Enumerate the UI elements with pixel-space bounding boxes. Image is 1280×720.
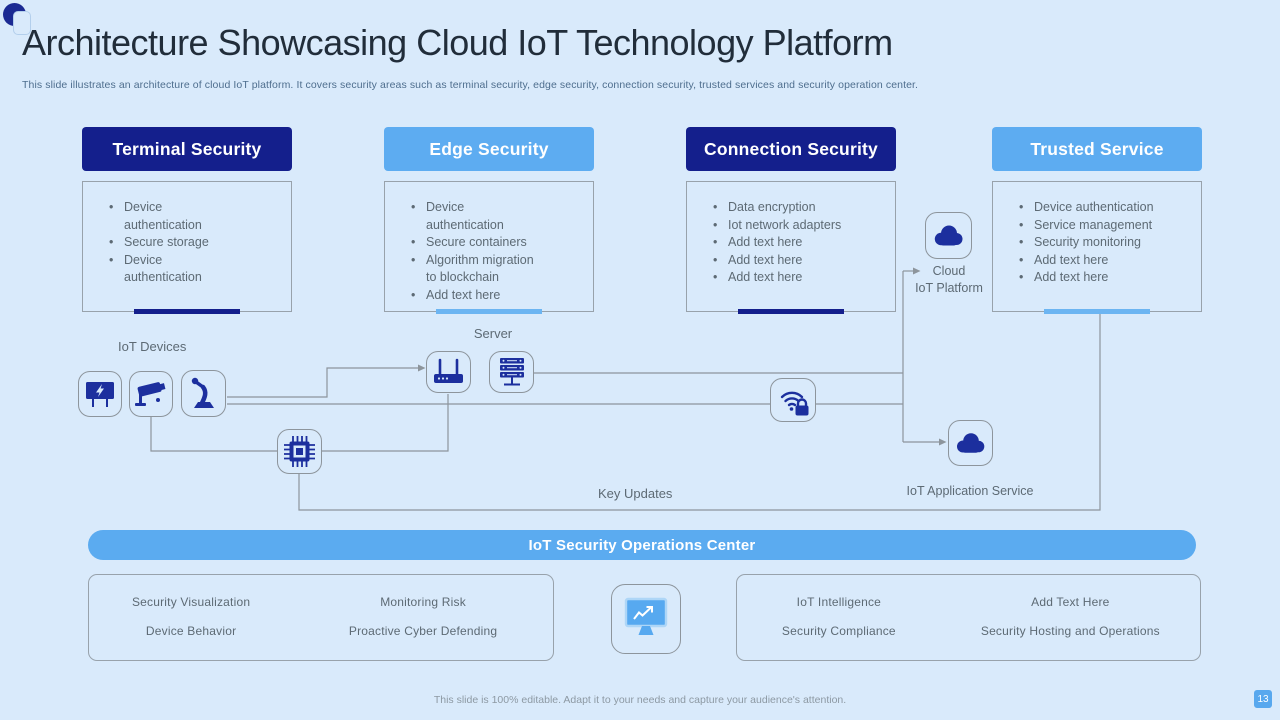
soc-capability-label: Proactive Cyber Defending [348, 624, 498, 638]
accent-underline [738, 309, 844, 314]
bullet-item: Device authentication [107, 199, 219, 234]
bullet-item: Algorithm migration to blockchain [409, 252, 537, 287]
wifi-lock-icon [770, 378, 816, 422]
server-rack-icon [489, 351, 534, 393]
column-body: Device authenticationSecure containersAl… [384, 181, 594, 314]
bullet-item: Secure storage [107, 234, 219, 252]
bullet-list: Device authenticationService managementS… [993, 182, 1155, 287]
cloud-application-icon [948, 420, 993, 466]
soc-capability-label: Monitoring Risk [380, 595, 466, 609]
soc-capability-label: Security Visualization [131, 595, 251, 609]
server-label: Server [473, 326, 513, 341]
bullet-item: Secure containers [409, 234, 537, 252]
bullet-item: Device authentication [107, 252, 219, 287]
bullet-item: Device authentication [409, 199, 537, 234]
soc-capability-label: Device Behavior [145, 624, 237, 638]
column-terminal-security: Terminal Security Device authenticationS… [82, 127, 292, 314]
cctv-camera-icon [129, 371, 173, 417]
bullet-list: Data encryptionIot network adaptersAdd t… [687, 182, 849, 287]
column-header: Terminal Security [82, 127, 292, 171]
page-title: Architecture Showcasing Cloud IoT Techno… [22, 22, 893, 63]
bullet-item: Add text here [1017, 269, 1155, 287]
column-header: Edge Security [384, 127, 594, 171]
bullet-item: Add text here [1017, 252, 1155, 270]
bullet-list: Device authenticationSecure storageDevic… [83, 182, 219, 287]
column-header: Trusted Service [992, 127, 1202, 171]
soc-capability-label: Security Compliance [781, 624, 896, 638]
page-number-badge: 13 [1254, 690, 1272, 708]
soc-capability-label: Security Hosting and Operations [980, 624, 1160, 638]
column-header: Connection Security [686, 127, 896, 171]
soc-capability-label: IoT Intelligence [796, 595, 882, 609]
column-body: Device authenticationService managementS… [992, 181, 1202, 314]
bullet-item: Device authentication [1017, 199, 1155, 217]
iot-application-service-label: IoT Application Service [906, 484, 1034, 498]
column-edge-security: Edge Security Device authenticationSecur… [384, 127, 594, 314]
bullet-item: Add text here [409, 287, 537, 305]
accent-underline [436, 309, 542, 314]
logo-square-icon [13, 11, 31, 35]
column-body: Data encryptionIot network adaptersAdd t… [686, 181, 896, 314]
page-subtitle: This slide illustrates an architecture o… [22, 79, 919, 91]
soc-banner: IoT Security Operations Center [88, 530, 1196, 560]
footer-note: This slide is 100% editable. Adapt it to… [433, 694, 847, 706]
router-icon [426, 351, 471, 393]
column-trusted-service: Trusted Service Device authenticationSer… [992, 127, 1202, 314]
bullet-item: Data encryption [711, 199, 849, 217]
iot-devices-label: IoT Devices [118, 339, 187, 354]
monitor-chart-icon [611, 584, 681, 654]
column-body: Device authenticationSecure storageDevic… [82, 181, 292, 314]
bullet-item: Add text here [711, 269, 849, 287]
cloud-iot-platform-label: Cloud IoT Platform [915, 264, 983, 295]
key-updates-label: Key Updates [598, 486, 673, 501]
soc-capability-label: Add Text Here [1031, 595, 1110, 609]
bullet-item: Service management [1017, 217, 1155, 235]
robot-arm-icon [181, 370, 226, 417]
accent-underline [134, 309, 240, 314]
bullet-item: Add text here [711, 234, 849, 252]
cloud-iot-platform-icon [925, 212, 972, 259]
bullet-item: Security monitoring [1017, 234, 1155, 252]
bullet-list: Device authenticationSecure containersAl… [385, 182, 537, 304]
chip-icon [277, 429, 322, 474]
accent-underline [1044, 309, 1150, 314]
bullet-item: Iot network adapters [711, 217, 849, 235]
bullet-item: Add text here [711, 252, 849, 270]
electric-meter-icon [78, 371, 122, 417]
column-connection-security: Connection Security Data encryptionIot n… [686, 127, 896, 314]
